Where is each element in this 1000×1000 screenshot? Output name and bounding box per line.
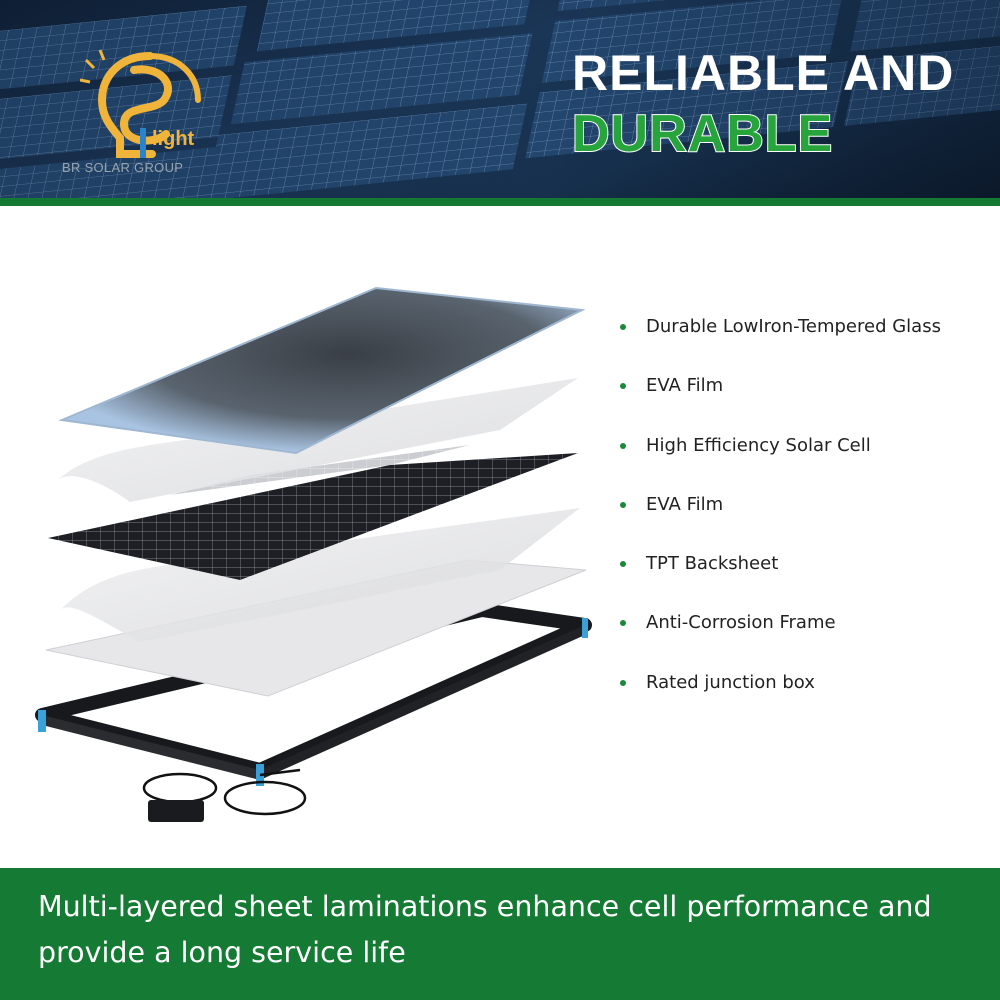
header-divider — [0, 198, 1000, 206]
bullet-dot-icon — [620, 679, 626, 686]
list-item: High Efficiency Solar Cell — [620, 429, 941, 488]
layer-label: High Efficiency Solar Cell — [646, 434, 871, 456]
layer-label: EVA Film — [646, 375, 724, 397]
layer-list: Durable LowIron-Tempered Glass EVA Film … — [620, 310, 941, 725]
footer-banner: Multi-layered sheet laminations enhance … — [0, 868, 1000, 1000]
list-item: TPT Backsheet — [620, 547, 941, 606]
layer-label: EVA Film — [646, 493, 724, 515]
glass-layer — [58, 286, 586, 455]
header-banner: light BR SOLAR GROUP RELIABLE AND DURABL… — [0, 0, 1000, 198]
list-item: EVA Film — [620, 369, 941, 428]
layer-label: TPT Backsheet — [646, 553, 779, 575]
footer-text: Multi-layered sheet laminations enhance … — [38, 890, 932, 969]
bullet-dot-icon — [620, 561, 626, 568]
bullet-dot-icon — [620, 324, 626, 330]
layer-label: Anti-Corrosion Frame — [646, 612, 836, 634]
bullet-dot-icon — [620, 442, 626, 449]
headline-line-2: DURABLE — [571, 104, 834, 164]
list-item: Durable LowIron-Tempered Glass — [620, 310, 941, 369]
junction-box-body — [148, 800, 204, 822]
brand-name: BR SOLAR GROUP — [62, 160, 184, 175]
headline-line-1: RELIABLE AND — [572, 45, 955, 101]
list-item: EVA Film — [620, 488, 941, 547]
layer-label: Rated junction box — [646, 671, 815, 693]
solar-farm-background — [0, 0, 1000, 198]
layer-label: Durable LowIron-Tempered Glass — [646, 316, 941, 337]
bullet-dot-icon — [620, 383, 626, 390]
list-item: Anti-Corrosion Frame — [620, 606, 941, 665]
exploded-panel-illustration — [35, 286, 592, 822]
bulb-logo-icon — [80, 49, 201, 158]
solar-cell-layer — [48, 453, 578, 580]
list-item: Rated junction box — [620, 666, 941, 725]
bullet-dot-icon — [620, 620, 626, 627]
bullet-dot-icon — [620, 501, 626, 508]
logo-wordmark: light — [152, 128, 195, 150]
eva-film-lower — [60, 508, 580, 642]
